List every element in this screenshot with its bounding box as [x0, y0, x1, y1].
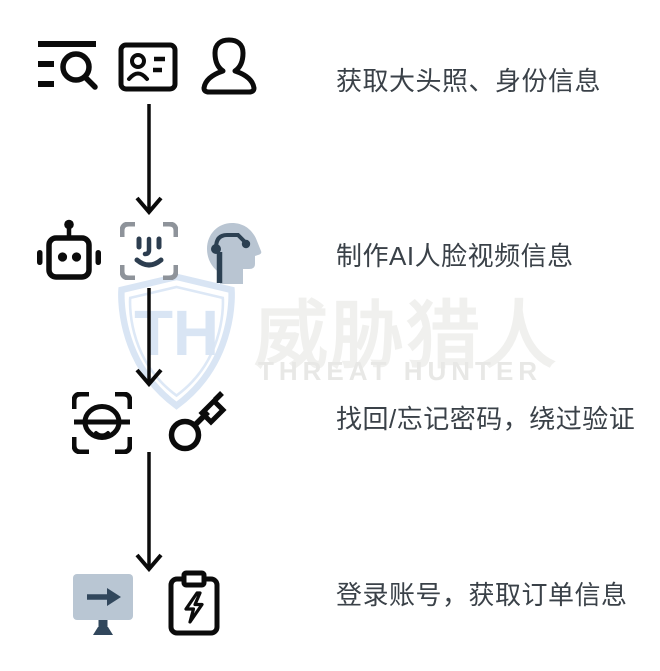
flow-arrow-2 — [135, 288, 163, 387]
key-icon — [168, 391, 227, 452]
watermark-english: THREAT HUNTER — [258, 356, 543, 386]
login-monitor-icon — [73, 574, 133, 635]
robot-icon — [37, 219, 101, 280]
step-label-2: 制作AI人脸视频信息 — [336, 241, 574, 271]
watermark-chinese: 威胁猎人 — [254, 294, 558, 377]
search-list-icon — [38, 41, 98, 90]
flow-arrow-3 — [135, 452, 163, 572]
flow-arrow-1 — [135, 104, 163, 215]
id-card-icon — [118, 42, 178, 92]
order-clipboard-icon — [168, 570, 220, 636]
step-label-3: 找回/忘记密码，绕过验证 — [336, 404, 636, 434]
face-scan-icon — [72, 392, 132, 454]
step-label-1: 获取大头照、身份信息 — [336, 66, 602, 96]
ai-head-icon — [207, 223, 262, 284]
step-label-4: 登录账号，获取订单信息 — [336, 580, 628, 610]
face-id-icon — [120, 222, 178, 280]
person-icon — [201, 37, 257, 95]
